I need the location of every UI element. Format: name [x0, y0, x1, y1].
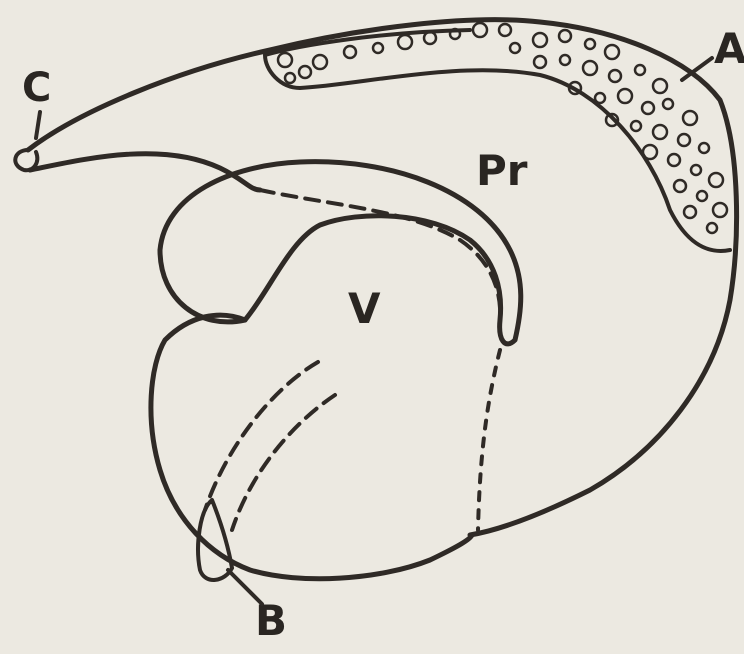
- pointer-b-line: [228, 570, 262, 604]
